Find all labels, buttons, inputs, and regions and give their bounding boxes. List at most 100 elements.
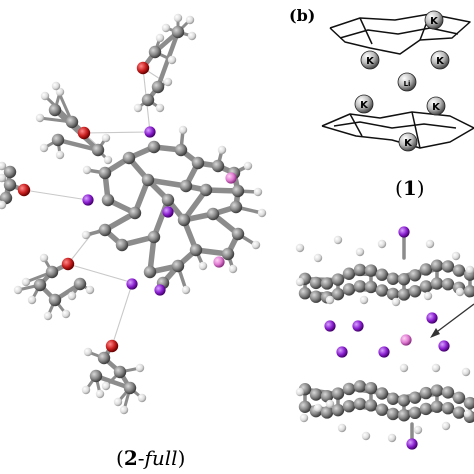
hydrogen-atom <box>295 277 305 287</box>
hydrogen-atom <box>21 277 31 287</box>
contact-line <box>111 283 133 347</box>
carbon-atom <box>3 178 17 192</box>
carbon-atom <box>141 173 155 187</box>
potassium-atom <box>154 284 166 296</box>
lithium-atom <box>400 334 412 346</box>
carbon-atom <box>3 165 17 179</box>
lower-ring-edge <box>411 111 421 149</box>
carbon-atom <box>397 288 411 301</box>
carbon-atom <box>320 277 334 290</box>
oxygen-atom <box>17 183 31 197</box>
hydrogen-atom <box>161 23 171 33</box>
carbon-atom <box>342 267 356 280</box>
upper-ring-edge <box>359 17 373 45</box>
carbon-atom <box>463 285 474 298</box>
hydrogen-atom <box>119 405 129 415</box>
carbon-atom <box>122 151 136 165</box>
carbon-atom <box>123 381 137 395</box>
caption-word-full: full <box>144 446 178 470</box>
hydrogen-atom <box>465 265 474 275</box>
hydrogen-atom <box>217 145 227 155</box>
carbon-atom <box>206 207 220 221</box>
caption-paren-open: ( <box>116 446 124 470</box>
carbon-atom <box>191 156 205 170</box>
carbon-atom <box>97 351 111 365</box>
carbon-atom <box>331 273 345 286</box>
carbon-atom <box>231 227 245 241</box>
hydrogen-atom <box>451 251 461 261</box>
carbon-atom <box>419 280 433 293</box>
carbon-atom <box>98 166 112 180</box>
oxygen-atom <box>136 61 150 75</box>
hydrogen-atom <box>0 173 7 183</box>
hydrogen-atom <box>359 295 369 305</box>
carbon-atom <box>364 280 378 294</box>
hydrogen-atom <box>27 295 37 305</box>
carbon-atom <box>91 143 105 157</box>
hydrogen-atom <box>325 295 335 305</box>
carbon-atom <box>331 403 345 417</box>
lithium-atom <box>213 256 225 268</box>
carbon-atom <box>430 259 444 272</box>
potassium-atom <box>126 278 138 290</box>
hydrogen-atom <box>0 200 7 210</box>
potassium-ball <box>424 10 444 30</box>
carbon-atom <box>397 273 411 286</box>
lithium-label: Li <box>404 80 411 88</box>
carbon-atom <box>408 391 422 404</box>
hydrogen-atom <box>228 264 238 274</box>
carbon-atom <box>33 278 47 292</box>
carbon-atom <box>128 206 142 220</box>
arrow-line <box>433 303 474 335</box>
carbon-atom <box>174 143 188 157</box>
hydrogen-atom <box>135 363 145 373</box>
hydrogen-atom <box>425 239 435 249</box>
potassium-atom <box>324 320 336 332</box>
hydrogen-atom <box>325 399 335 409</box>
hydrogen-atom <box>355 247 365 257</box>
schematic-1-lines <box>321 13 474 338</box>
compound-1-caption: (1) <box>395 176 425 200</box>
bond <box>52 107 101 153</box>
carbon-atom <box>353 263 367 277</box>
potassium-atom <box>438 340 450 352</box>
carbon-atom <box>309 388 323 401</box>
carbon-atom <box>463 396 474 410</box>
hydrogen-atom <box>167 55 177 65</box>
carbon-atom <box>98 223 112 237</box>
carbon-atom <box>147 140 161 154</box>
carbon-atom <box>342 399 356 413</box>
bond <box>181 187 209 223</box>
hydrogen-atom <box>39 143 49 153</box>
carbon-atom <box>161 193 175 207</box>
hydrogen-atom <box>13 285 23 295</box>
bond <box>151 197 171 240</box>
carbon-atom <box>441 401 455 415</box>
hydrogen-atom <box>95 389 105 399</box>
carbon-atom <box>73 277 87 291</box>
hydrogen-atom <box>253 187 263 197</box>
carbon-atom <box>452 264 466 277</box>
hydrogen-atom <box>295 387 305 397</box>
hydrogen-atom <box>461 367 471 377</box>
carbon-atom <box>113 365 127 379</box>
carbon-atom <box>452 391 466 405</box>
hydrogen-atom <box>85 285 95 295</box>
carbon-atom <box>375 387 389 400</box>
carbon-atom <box>171 25 185 39</box>
caption-paren-close: ) <box>177 446 186 470</box>
oxygen-atom <box>77 126 91 140</box>
carbon-atom <box>147 230 161 244</box>
potassium-atom <box>406 438 418 450</box>
hydrogen-atom <box>198 261 208 271</box>
hydrogen-atom <box>82 165 92 175</box>
upper-ring-inner-line <box>339 27 459 39</box>
bond <box>55 137 101 153</box>
upper-ring-outline <box>329 13 471 55</box>
potassium-label: K <box>366 56 375 67</box>
hydrogen-atom <box>337 423 347 433</box>
carbon-atom <box>364 381 378 395</box>
carbon-atom <box>452 406 466 419</box>
carbon-atom <box>397 409 411 422</box>
